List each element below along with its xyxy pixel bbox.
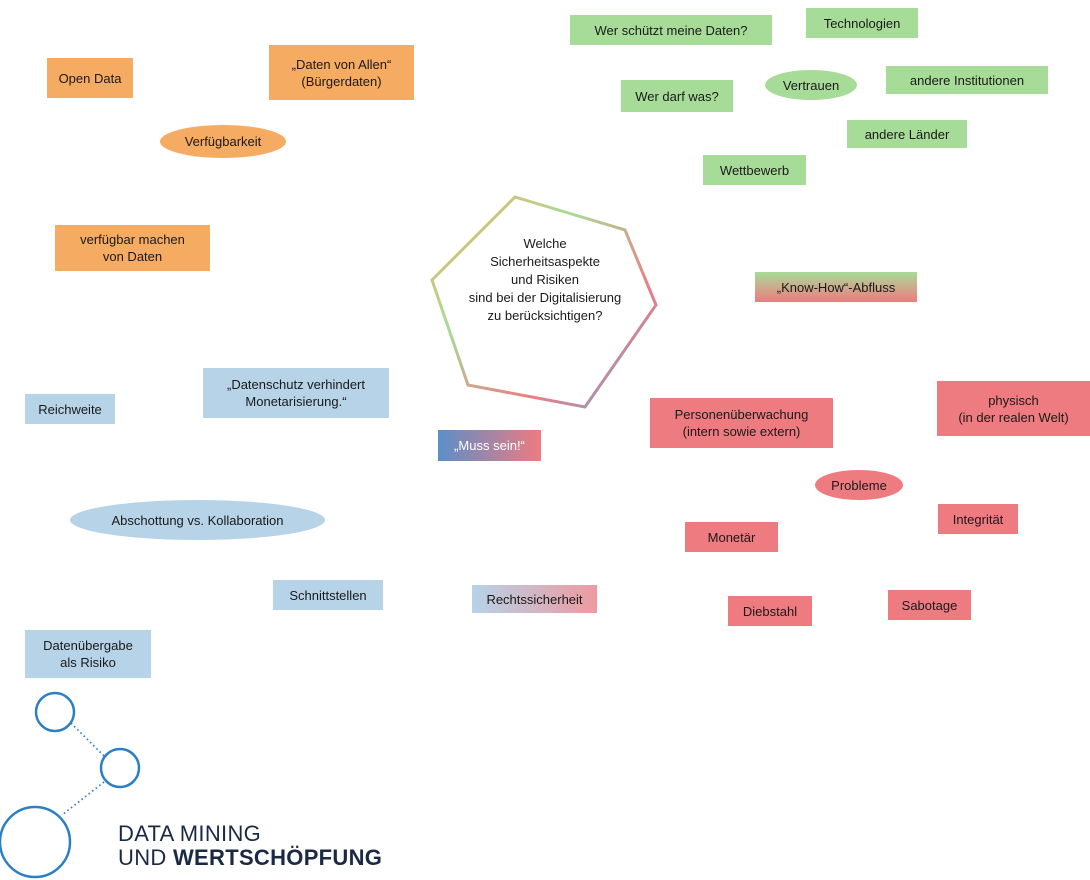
node-daten-von-allen: „Daten von Allen“ (Bürgerdaten): [269, 45, 414, 100]
node-datenschutz: „Datenschutz verhindert Monetarisierung.…: [203, 368, 389, 418]
node-verfuegbarkeit: Verfügbarkeit: [160, 125, 286, 158]
central-question-text: Welche Sicherheitsaspekte und Risiken si…: [468, 236, 622, 323]
node-know-how-abfluss: „Know-How“-Abfluss: [755, 272, 917, 302]
node-abschottung: Abschottung vs. Kollaboration: [70, 500, 325, 540]
logo-circles-icon: [0, 691, 141, 879]
node-integritaet: Integrität: [938, 504, 1018, 534]
node-andere-laender: andere Länder: [847, 120, 967, 148]
node-rechtssicherheit: Rechtssicherheit: [472, 585, 597, 613]
logo-text-line2: UND WERTSCHÖPFUNG: [118, 846, 382, 870]
central-question-hexagon: [430, 195, 658, 409]
node-andere-institutionen: andere Institutionen: [886, 66, 1048, 94]
node-wettbewerb: Wettbewerb: [703, 155, 806, 185]
node-schnittstellen: Schnittstellen: [273, 580, 383, 610]
node-wer-darf: Wer darf was?: [621, 80, 733, 112]
node-diebstahl: Diebstahl: [728, 596, 812, 626]
node-wer-schuetzt: Wer schützt meine Daten?: [570, 15, 772, 45]
node-technologien: Technologien: [806, 8, 918, 38]
node-monetaer: Monetär: [685, 522, 778, 552]
node-reichweite: Reichweite: [25, 394, 115, 424]
node-physisch: physisch (in der realen Welt): [937, 381, 1090, 436]
node-personenueberwachung: Personenüberwachung (intern sowie extern…: [650, 398, 833, 448]
node-probleme: Probleme: [815, 470, 903, 500]
node-open-data: Open Data: [47, 58, 133, 98]
node-sabotage: Sabotage: [888, 590, 971, 620]
node-verfuegbar-machen: verfügbar machen von Daten: [55, 225, 210, 271]
node-vertrauen: Vertrauen: [765, 70, 857, 100]
node-muss-sein: „Muss sein!“: [438, 430, 541, 461]
logo-text-und: UND: [118, 845, 173, 870]
logo-text-wertschoepfung: WERTSCHÖPFUNG: [172, 845, 383, 870]
node-datenuebergabe: Datenübergabe als Risiko: [25, 630, 151, 678]
logo-text-line1: DATA MINING: [118, 821, 262, 846]
